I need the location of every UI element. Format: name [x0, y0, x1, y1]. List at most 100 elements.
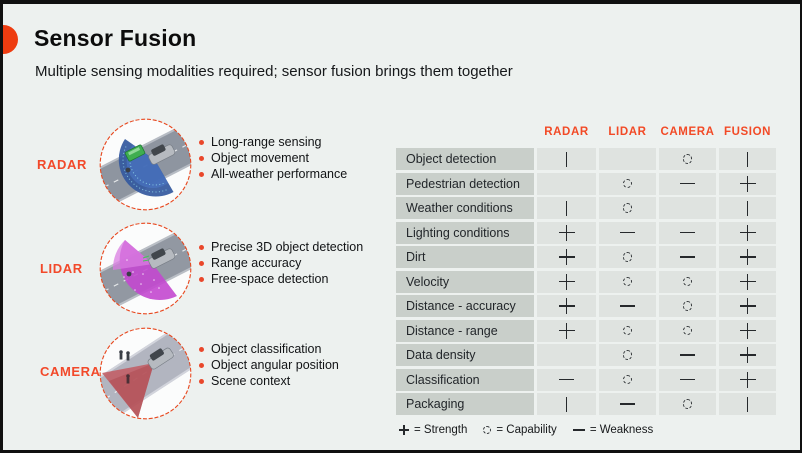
- row-label: Velocity: [396, 270, 534, 293]
- table-cell: [537, 270, 596, 293]
- plus-symbol: [739, 298, 756, 314]
- bullet-item: Object classification: [199, 341, 339, 357]
- table-cell: [659, 148, 716, 170]
- table-row: Dirt: [396, 246, 776, 268]
- row-label: Weather conditions: [396, 197, 534, 219]
- row-label: Distance - range: [396, 319, 534, 342]
- table-cell: [719, 368, 776, 391]
- plus-symbol: [739, 371, 756, 388]
- accent-half-circle: [3, 25, 18, 54]
- table-cell: [659, 197, 716, 219]
- circle-symbol: [682, 301, 693, 311]
- radar-icon: [99, 118, 192, 211]
- table-cell: [659, 172, 716, 195]
- table-row: Object detection: [396, 148, 776, 170]
- bullet-item: Range accuracy: [199, 255, 363, 271]
- plus-symbol: [558, 249, 575, 265]
- legend-item: = Capability: [483, 424, 557, 436]
- radar-section-label: RADAR: [37, 157, 87, 172]
- table-cell: [719, 319, 776, 342]
- table-cell: [719, 221, 776, 244]
- plus-symbol: [558, 273, 575, 290]
- column-header-camera: CAMERA: [660, 126, 715, 138]
- table-cell: [719, 172, 776, 195]
- table-cell: [537, 393, 596, 415]
- table-cell: [537, 319, 596, 342]
- circle-symbol: [622, 252, 633, 262]
- table-cell: [599, 148, 656, 170]
- table-row: Weather conditions: [396, 197, 776, 219]
- bullet-dot-icon: [199, 139, 204, 145]
- table-cell: [537, 197, 596, 219]
- table-row: Pedestrian detection: [396, 172, 776, 195]
- table-cell: [719, 295, 776, 317]
- bullet-dot-icon: [199, 276, 204, 282]
- dash-symbol: [680, 378, 695, 381]
- table-row: Data density: [396, 344, 776, 366]
- column-header-radar: RADAR: [544, 126, 589, 138]
- circle-symbol: [622, 325, 633, 336]
- table-cell: [599, 197, 656, 219]
- plus-symbol: [558, 224, 575, 241]
- bullet-text: Object angular position: [211, 358, 339, 372]
- dash-symbol: [620, 231, 635, 234]
- table-row: Classification: [396, 368, 776, 391]
- table-cell: [537, 221, 596, 244]
- bullet-item: Precise 3D object detection: [199, 239, 363, 255]
- circle-symbol: [622, 374, 633, 385]
- bullet-text: Free-space detection: [211, 272, 329, 286]
- bullet-text: All-weather performance: [211, 167, 348, 181]
- plus-symbol: [739, 273, 756, 290]
- circle-symbol: [622, 276, 633, 287]
- row-label: Data density: [396, 344, 534, 366]
- header-spacer: [396, 126, 534, 138]
- plus-symbol: [399, 425, 409, 435]
- table-header-row: RADAR LIDAR CAMERA FUSION: [396, 126, 776, 138]
- table-cell: [719, 393, 776, 415]
- table-cell: [659, 344, 716, 366]
- legend-text: = Strength: [414, 424, 468, 436]
- legend-text: = Capability: [496, 424, 557, 436]
- column-header-lidar: LIDAR: [608, 126, 647, 138]
- circle-symbol: [483, 426, 492, 434]
- table-legend: = Strength = Capability = Weakness: [399, 424, 653, 436]
- column-header-fusion: FUSION: [723, 126, 772, 138]
- bullet-text: Scene context: [211, 374, 291, 388]
- bullet-item: Free-space detection: [199, 271, 363, 287]
- lidar-section-label: LIDAR: [40, 261, 83, 276]
- bar-symbol: [565, 151, 568, 167]
- camera-section-label: CAMERA: [40, 364, 101, 379]
- table-cell: [659, 393, 716, 415]
- table-cell: [537, 148, 596, 170]
- legend-item: = Weakness: [572, 424, 654, 436]
- table-cell: [719, 270, 776, 293]
- circle-symbol: [622, 203, 633, 213]
- table-cell: [599, 172, 656, 195]
- plus-symbol: [739, 224, 756, 241]
- bullet-item: Long-range sensing: [199, 134, 347, 150]
- page-subtitle: Multiple sensing modalities required; se…: [35, 63, 513, 80]
- bullet-dot-icon: [199, 346, 204, 352]
- legend-text: = Weakness: [589, 424, 654, 436]
- row-label: Distance - accuracy: [396, 295, 534, 317]
- dash-symbol: [680, 256, 695, 258]
- table-cell: [659, 246, 716, 268]
- plus-symbol: [739, 249, 756, 265]
- table-cell: [719, 148, 776, 170]
- table-cell: [659, 295, 716, 317]
- table-cell: [659, 319, 716, 342]
- bullet-dot-icon: [199, 378, 204, 384]
- plus-symbol: [739, 347, 756, 363]
- bullet-text: Object classification: [211, 342, 322, 356]
- table-cell: [719, 246, 776, 268]
- bullet-dot-icon: [199, 244, 204, 250]
- table-cell: [537, 172, 596, 195]
- dash-symbol: [559, 378, 574, 381]
- circle-symbol: [682, 276, 693, 287]
- table-cell: [537, 295, 596, 317]
- circle-symbol: [622, 178, 633, 189]
- row-label: Object detection: [396, 148, 534, 170]
- dash-symbol: [620, 403, 635, 405]
